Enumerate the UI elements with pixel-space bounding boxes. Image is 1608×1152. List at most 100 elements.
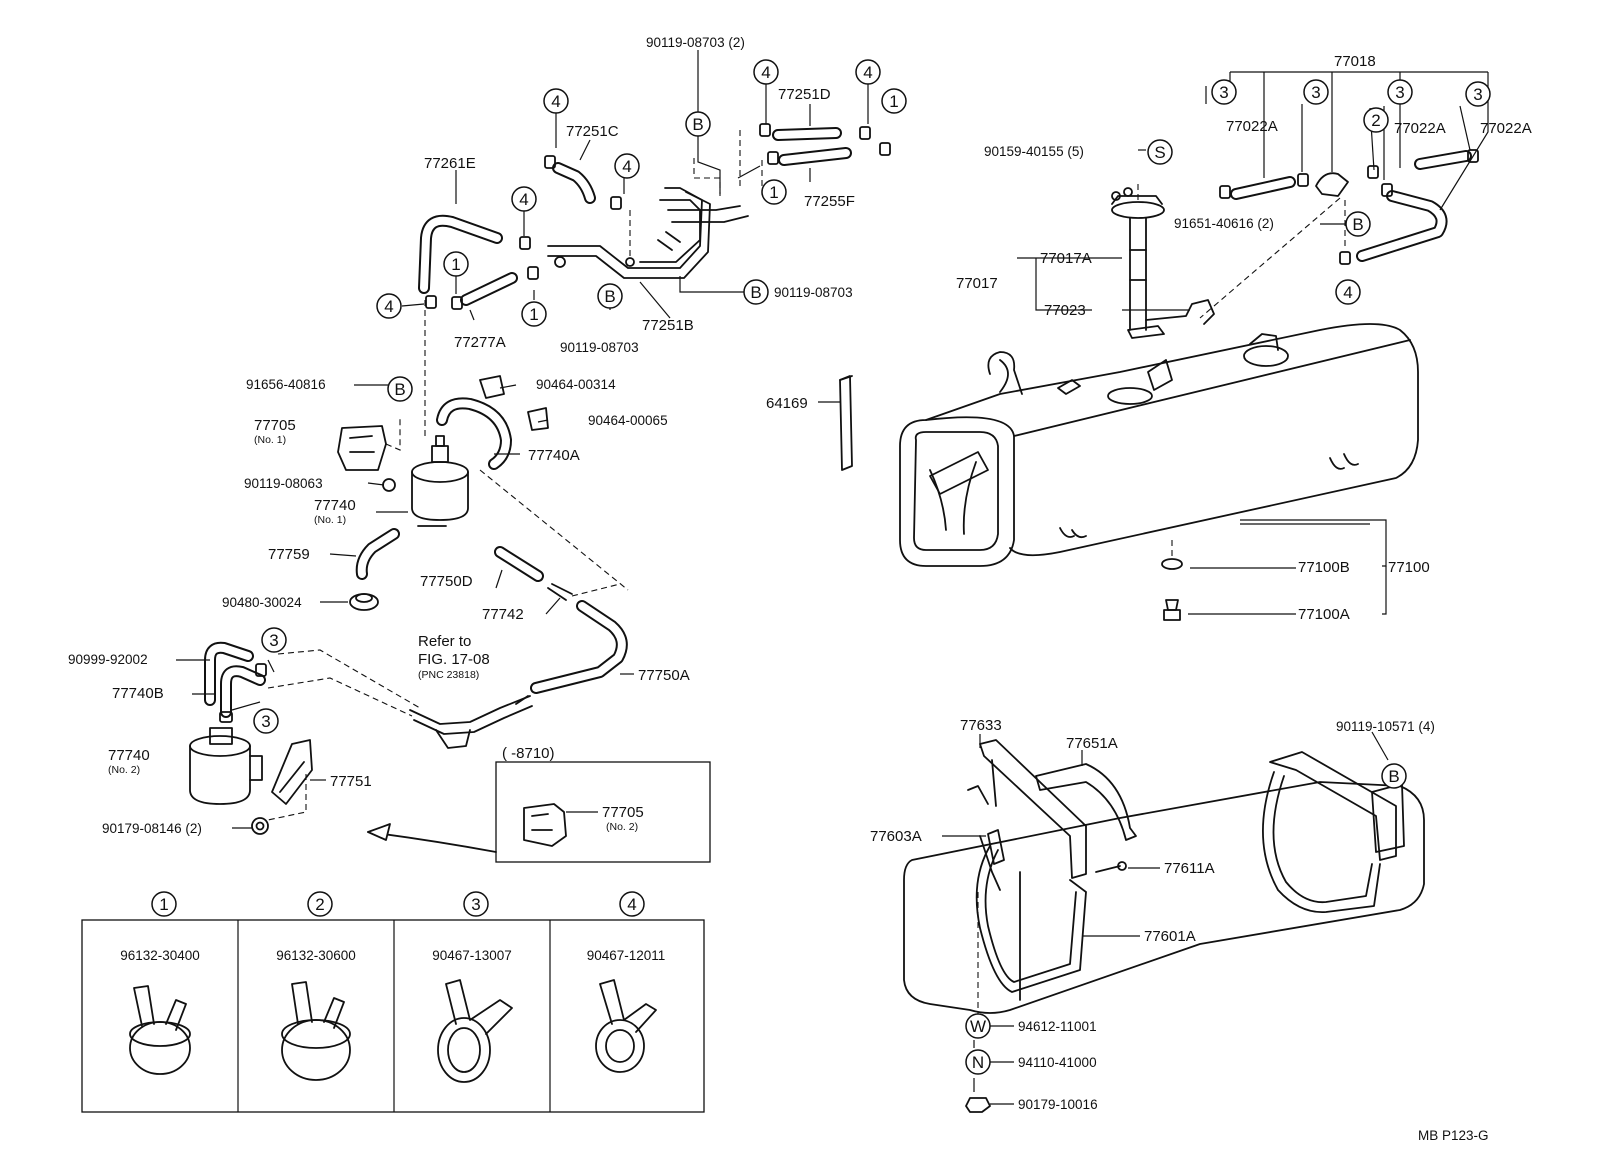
label-90464-00314: 90464-00314 xyxy=(536,377,616,392)
marker-1: 1 xyxy=(443,251,469,277)
label-90119-08063: 90119-08063 xyxy=(244,476,323,491)
label-pnc-23818: (PNC 23818) xyxy=(418,669,479,681)
label-77705-no2: 77705 xyxy=(602,804,644,821)
marker-1: 1 xyxy=(761,179,787,205)
marker-w: W xyxy=(965,1013,991,1039)
clip-reference-table xyxy=(81,919,705,1113)
svg-text:4: 4 xyxy=(519,190,528,209)
part-labels: 90119-08703 (2) 77251D 77251C 77261E 772… xyxy=(68,35,1532,1143)
label-77651A: 77651A xyxy=(1066,735,1118,752)
marker-1: 1 xyxy=(881,88,907,114)
svg-text:2: 2 xyxy=(315,895,324,914)
label-77759: 77759 xyxy=(268,546,310,563)
label-77277A: 77277A xyxy=(454,334,506,351)
label-77742: 77742 xyxy=(482,606,524,623)
svg-text:B: B xyxy=(1388,767,1399,786)
label-77705-no2-sub: (No. 2) xyxy=(606,821,638,833)
label-90464-00065: 90464-00065 xyxy=(588,413,668,428)
label-94612-11001: 94612-11001 xyxy=(1018,1019,1097,1034)
label-91651-40616: 91651-40616 (2) xyxy=(1174,216,1274,231)
label-refer-to: Refer to xyxy=(418,633,471,650)
svg-text:3: 3 xyxy=(471,895,480,914)
marker-2: 2 xyxy=(1363,107,1389,133)
clip-drawing-2 xyxy=(281,981,351,1081)
label-77255F: 77255F xyxy=(804,193,855,210)
svg-text:1: 1 xyxy=(889,92,898,111)
marker-3: 3 xyxy=(1303,79,1329,105)
svg-text:4: 4 xyxy=(863,63,872,82)
table-header-2: 2 xyxy=(307,891,333,917)
label-77022A: 77022A xyxy=(1394,120,1446,137)
marker-n: N xyxy=(965,1049,991,1075)
marker-4: 4 xyxy=(543,88,569,114)
marker-3: 3 xyxy=(1465,81,1491,107)
svg-text:1: 1 xyxy=(769,183,778,202)
label-77750A: 77750A xyxy=(638,667,690,684)
marker-4: 4 xyxy=(855,59,881,85)
marker-4: 4 xyxy=(376,293,402,319)
marker-b: B xyxy=(597,283,623,309)
label-77705: 77705 xyxy=(254,417,296,434)
marker-b: B xyxy=(1381,763,1407,789)
label-90159-40155: 90159-40155 (5) xyxy=(984,144,1084,159)
label-77740A: 77740A xyxy=(528,447,580,464)
label-77740B: 77740B xyxy=(112,685,164,702)
label-77251B: 77251B xyxy=(642,317,694,334)
label-8710: ( -8710) xyxy=(502,745,555,762)
marker-3: 3 xyxy=(253,708,279,734)
label-90119-08703-2: 90119-08703 (2) xyxy=(646,35,745,50)
svg-text:3: 3 xyxy=(1473,85,1482,104)
fuel-line-assembly xyxy=(418,123,891,440)
label-77023: 77023 xyxy=(1044,302,1086,319)
svg-text:B: B xyxy=(394,380,405,399)
fuel-filter-assembly xyxy=(337,375,629,611)
label-77017: 77017 xyxy=(956,275,998,292)
label-77740: 77740 xyxy=(314,497,356,514)
marker-b: B xyxy=(685,111,711,137)
svg-text:3: 3 xyxy=(1311,83,1320,102)
marker-4: 4 xyxy=(511,186,537,212)
marker-4: 4 xyxy=(1335,279,1361,305)
svg-text:1: 1 xyxy=(529,305,538,324)
svg-text:4: 4 xyxy=(1343,283,1352,302)
label-90119-08703: 90119-08703 xyxy=(774,285,853,300)
clip-part-2: 96132-30600 xyxy=(276,948,356,963)
clip-drawing-3 xyxy=(437,979,513,1083)
svg-text:3: 3 xyxy=(269,631,278,650)
fuel-tube-77750 xyxy=(409,546,628,749)
svg-text:N: N xyxy=(972,1053,984,1072)
label-77100: 77100 xyxy=(1388,559,1430,576)
label-90480-30024: 90480-30024 xyxy=(222,595,302,610)
label-77100A: 77100A xyxy=(1298,606,1350,623)
label-64169: 64169 xyxy=(766,395,808,412)
label-77603A: 77603A xyxy=(870,828,922,845)
svg-text:4: 4 xyxy=(761,63,770,82)
svg-text:2: 2 xyxy=(1371,111,1380,130)
clip-part-3: 90467-13007 xyxy=(432,948,512,963)
label-77601A: 77601A xyxy=(1144,928,1196,945)
label-77705-sub: (No. 1) xyxy=(254,434,286,446)
label-77751: 77751 xyxy=(330,773,372,790)
marker-4: 4 xyxy=(753,59,779,85)
svg-text:3: 3 xyxy=(261,712,270,731)
svg-text:3: 3 xyxy=(1395,83,1404,102)
label-90179-08146: 90179-08146 (2) xyxy=(102,821,202,836)
label-77261E: 77261E xyxy=(424,155,476,172)
marker-b: B xyxy=(387,376,413,402)
table-header-3: 3 xyxy=(463,891,489,917)
label-77633: 77633 xyxy=(960,717,1002,734)
table-header-4: 4 xyxy=(619,891,645,917)
label-77740-no2-sub: (No. 2) xyxy=(108,764,140,776)
label-77018: 77018 xyxy=(1334,53,1376,70)
svg-text:4: 4 xyxy=(384,297,393,316)
label-77740-no2: 77740 xyxy=(108,747,150,764)
svg-text:B: B xyxy=(750,283,761,302)
marker-1: 1 xyxy=(521,301,547,327)
clip-drawing-1 xyxy=(129,985,191,1075)
clip-drawing-4 xyxy=(595,979,657,1073)
clip-part-4: 90467-12011 xyxy=(587,948,666,963)
marker-3: 3 xyxy=(1211,79,1237,105)
clip-part-1: 96132-30400 xyxy=(120,948,200,963)
svg-text:1: 1 xyxy=(159,895,168,914)
label-77740-sub: (No. 1) xyxy=(314,514,346,526)
